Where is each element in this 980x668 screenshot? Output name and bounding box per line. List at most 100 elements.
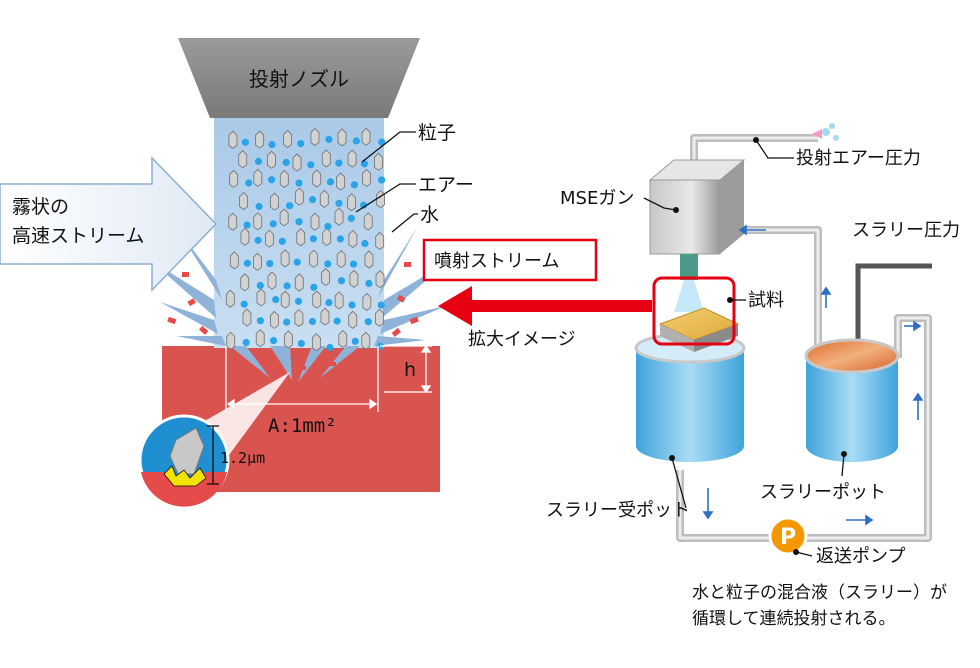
particle xyxy=(363,212,373,231)
particle xyxy=(225,289,235,308)
water-label: 水 xyxy=(420,204,439,226)
water-droplet xyxy=(335,159,343,167)
particle xyxy=(361,127,371,146)
slurry-pressure-pipe xyxy=(855,263,932,350)
depth-dimension xyxy=(225,344,432,412)
particle xyxy=(240,227,250,246)
water-droplet xyxy=(325,135,333,143)
water-droplet xyxy=(268,176,276,184)
magnify-arrow xyxy=(438,286,652,326)
flow-arrows xyxy=(702,224,924,526)
water-droplet xyxy=(307,161,315,169)
zoom-impact-burst xyxy=(163,465,207,487)
particle xyxy=(362,292,372,311)
water-droplet xyxy=(270,337,278,345)
particle xyxy=(312,290,322,309)
water-droplet xyxy=(348,301,356,309)
water-droplet xyxy=(297,339,305,348)
water-droplet xyxy=(272,296,280,304)
water-droplet xyxy=(324,222,332,231)
right-leader-lines xyxy=(643,139,845,557)
particle xyxy=(294,273,304,292)
water-droplet xyxy=(286,202,294,210)
particle xyxy=(321,149,331,168)
particle xyxy=(375,308,384,327)
air-label: エアー xyxy=(418,174,474,196)
magnified-label: 拡大イメージ xyxy=(468,329,576,350)
particle xyxy=(319,189,329,208)
particle xyxy=(253,212,263,231)
particle xyxy=(242,308,252,327)
debris-fragments xyxy=(167,262,419,370)
water-droplet xyxy=(324,260,332,268)
particle xyxy=(294,187,304,206)
sample-label: 試料 xyxy=(748,290,784,311)
leader-lines xyxy=(355,131,418,233)
water-droplet xyxy=(255,202,263,211)
particle xyxy=(334,291,344,310)
pipes-inner xyxy=(678,136,930,540)
water-droplet xyxy=(240,300,248,308)
water-droplet xyxy=(278,237,286,245)
water-droplet xyxy=(256,317,264,325)
particle xyxy=(255,329,265,348)
water-droplet xyxy=(242,338,250,347)
water-droplet xyxy=(266,260,274,268)
particle xyxy=(349,269,359,288)
water-droplet xyxy=(326,343,334,352)
particle xyxy=(310,212,320,231)
water-droplet xyxy=(295,218,303,226)
particle xyxy=(310,127,320,146)
water-droplet xyxy=(309,196,317,204)
particle xyxy=(238,150,248,169)
water-droplet xyxy=(326,178,335,186)
mse-gun-nozzle xyxy=(680,254,698,280)
water-droplet xyxy=(256,281,264,290)
spray-stream-label: 噴射ストリーム xyxy=(434,251,559,272)
water-droplet xyxy=(364,318,372,326)
water-droplet xyxy=(350,260,358,268)
particle xyxy=(296,228,306,247)
water-droplet xyxy=(378,176,386,184)
particle xyxy=(347,149,357,168)
particle xyxy=(348,310,358,329)
water-droplet xyxy=(243,221,251,229)
water-droplet xyxy=(294,297,303,305)
particle xyxy=(347,193,357,212)
particle xyxy=(321,267,331,286)
particle xyxy=(283,129,292,148)
particle xyxy=(229,169,239,188)
particle xyxy=(334,207,344,226)
air-inlet-bubbles xyxy=(812,123,839,141)
leader-dots xyxy=(669,137,847,555)
particle xyxy=(253,168,263,187)
particle xyxy=(228,212,238,231)
water-droplet xyxy=(254,236,262,244)
particle xyxy=(270,192,279,211)
depth-label: h xyxy=(404,359,416,381)
nozzle-label: 投射ノズル xyxy=(249,67,349,91)
mse-spray-jet xyxy=(674,280,704,312)
particle xyxy=(374,152,383,171)
mse-gun-side xyxy=(720,160,744,254)
particle xyxy=(336,249,346,269)
particle xyxy=(322,227,332,247)
water-droplet xyxy=(243,259,251,267)
air-pressure-label: 投射エアー圧力 xyxy=(796,148,921,169)
particle xyxy=(269,310,279,329)
particle xyxy=(279,169,289,188)
return-pump[interactable] xyxy=(768,516,808,556)
particle xyxy=(364,250,374,269)
particle xyxy=(283,330,293,349)
particle xyxy=(279,208,289,227)
nozzle xyxy=(178,38,420,118)
water-droplet xyxy=(241,138,249,146)
water-droplet xyxy=(268,141,276,149)
particle xyxy=(256,288,266,307)
sample-highlight-box xyxy=(652,276,736,346)
particle xyxy=(309,249,319,268)
area-label: A:1mm² xyxy=(268,415,337,437)
water-droplet xyxy=(365,279,373,288)
particle xyxy=(240,273,250,292)
water-droplet xyxy=(352,137,360,145)
